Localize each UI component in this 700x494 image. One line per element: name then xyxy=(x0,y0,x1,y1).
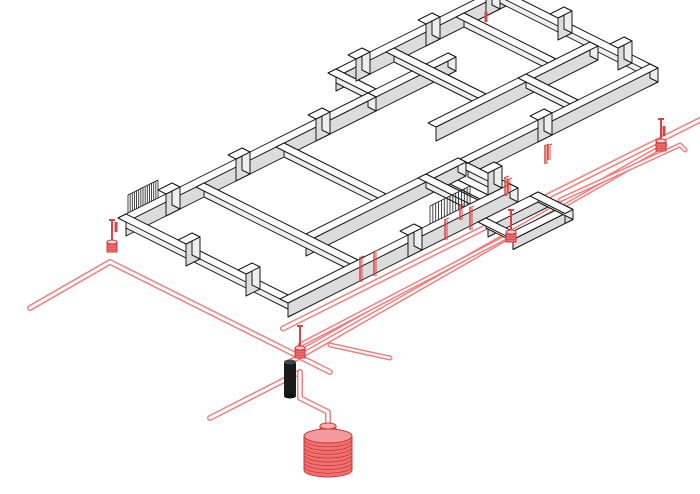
wall-pier-6 xyxy=(485,0,501,17)
riser-pipe-8 xyxy=(506,177,513,192)
wall-pier-4 xyxy=(347,47,371,82)
front-planter-wall-right xyxy=(529,191,574,224)
wall-pier-9 xyxy=(549,6,573,41)
riser-pipe-9 xyxy=(458,203,465,220)
riser-pipe-4 xyxy=(443,217,450,240)
riser-pipe-5 xyxy=(503,175,510,196)
wall-pier-2 xyxy=(227,147,251,182)
wall-pier-1 xyxy=(157,182,181,217)
front-fence xyxy=(429,185,471,224)
inspection-chamber-icon xyxy=(655,118,667,152)
foundation-walls xyxy=(117,0,659,318)
septic-tank-icon xyxy=(303,422,353,478)
plumbing-fittings xyxy=(106,12,667,478)
wall-pier-3 xyxy=(307,107,331,142)
wall-pier-13 xyxy=(529,108,553,143)
wall-pier-12 xyxy=(479,161,503,196)
riser-pipe-1 xyxy=(358,255,365,282)
vent-pipe-icon xyxy=(114,222,118,232)
front-pipe-network xyxy=(297,143,553,435)
wall-interior-2 xyxy=(275,142,387,213)
wall-pier-5 xyxy=(417,12,441,47)
wall-interior-7 xyxy=(427,41,599,142)
septic-feed-pipe xyxy=(297,369,331,435)
wall-front-left xyxy=(279,183,519,318)
wall-pier-11 xyxy=(399,223,423,258)
vent-pipe-icon xyxy=(662,126,666,136)
inspection-chamber-icon xyxy=(505,209,517,243)
underground-pipe-network xyxy=(27,116,700,421)
wall-pier-8 xyxy=(237,262,261,297)
standpipe-icon xyxy=(284,359,296,399)
riser-pipe-7 xyxy=(546,143,553,160)
wall-pier-7 xyxy=(177,232,201,267)
wall-pier-10 xyxy=(609,36,633,71)
right-end-return xyxy=(557,142,688,203)
riser-pipe-6 xyxy=(543,143,550,164)
wall-front-right xyxy=(459,63,659,178)
inspection-chamber-icon xyxy=(106,219,118,253)
inspection-chamber-icon xyxy=(294,325,306,359)
riser-pipe-3 xyxy=(468,205,475,230)
vent-pipe-icon xyxy=(484,12,488,22)
drain-left-branch xyxy=(27,259,333,375)
riser-pipe-2 xyxy=(372,249,379,276)
rear-left-fence xyxy=(127,179,159,213)
cross-drain-front xyxy=(327,342,393,361)
